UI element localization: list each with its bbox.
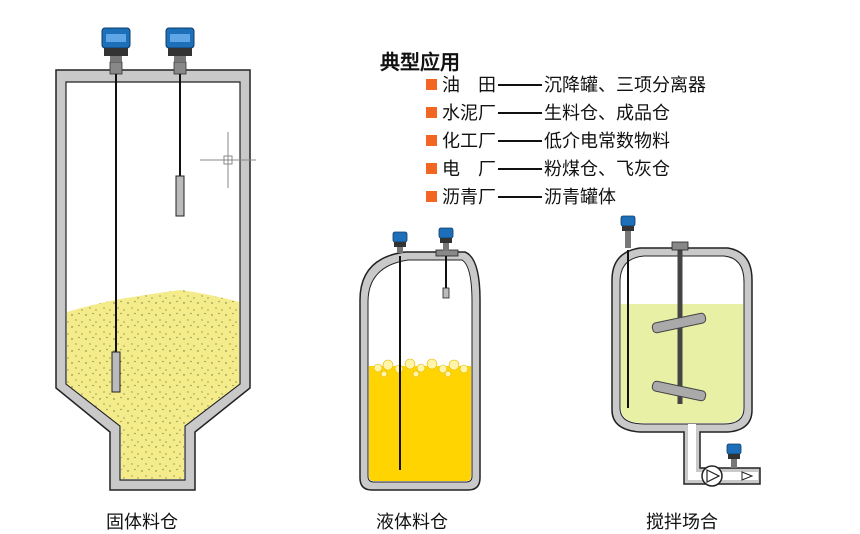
solid-silo bbox=[55, 61, 256, 491]
legend-use: 粉煤仓、飞灰仓 bbox=[544, 159, 670, 180]
legend-dash bbox=[498, 140, 542, 142]
legend-dash bbox=[498, 84, 542, 86]
bullet-square-icon bbox=[426, 106, 437, 118]
legend-industry: 沥青厂 bbox=[442, 187, 496, 208]
legend-item: 油 田 沉降罐、三项分离器 bbox=[426, 74, 706, 98]
bullet-square-icon bbox=[426, 162, 437, 174]
foam bbox=[373, 358, 469, 378]
legend-use: 生料仓、成品仓 bbox=[544, 103, 670, 124]
legend-dash bbox=[498, 168, 542, 170]
liquid-fill bbox=[369, 366, 471, 481]
radar-sensor-icon bbox=[101, 27, 131, 62]
legend-use: 沥青罐体 bbox=[544, 187, 616, 208]
legend-use: 沉降罐、三项分离器 bbox=[544, 75, 706, 96]
legend-item: 化工厂 低介电常数物料 bbox=[426, 130, 670, 154]
caption-liquid-tank: 液体料仓 bbox=[376, 512, 448, 533]
caption-mixer: 搅拌场合 bbox=[646, 512, 718, 533]
legend-industry: 电 厂 bbox=[442, 159, 496, 180]
legend-item: 水泥厂 生料仓、成品仓 bbox=[426, 102, 670, 126]
legend-industry: 水泥厂 bbox=[442, 103, 496, 124]
legend-item: 沥青厂 沥青罐体 bbox=[426, 186, 616, 210]
crosshair-icon bbox=[200, 132, 256, 188]
bullet-square-icon bbox=[426, 190, 437, 202]
liquid-tank bbox=[359, 249, 481, 491]
mixer-tank bbox=[611, 241, 761, 487]
radar-sensor-icon bbox=[392, 231, 408, 253]
legend-industry: 油 田 bbox=[442, 75, 496, 96]
radar-sensor-icon bbox=[165, 27, 195, 62]
legend-use: 低介电常数物料 bbox=[544, 131, 670, 152]
legend-item: 电 厂 粉煤仓、飞灰仓 bbox=[426, 158, 670, 182]
radar-sensor-icon bbox=[620, 215, 636, 248]
radar-sensor-icon bbox=[726, 443, 742, 468]
bullet-square-icon bbox=[426, 134, 437, 146]
legend-dash bbox=[498, 196, 542, 198]
solid-material bbox=[67, 290, 239, 479]
bullet-square-icon bbox=[426, 78, 437, 90]
legend-dash bbox=[498, 112, 542, 114]
legend-industry: 化工厂 bbox=[442, 131, 496, 152]
radar-sensor-icon bbox=[438, 227, 454, 251]
caption-solid-silo: 固体料仓 bbox=[106, 512, 178, 533]
legend-title: 典型应用 bbox=[380, 50, 460, 74]
